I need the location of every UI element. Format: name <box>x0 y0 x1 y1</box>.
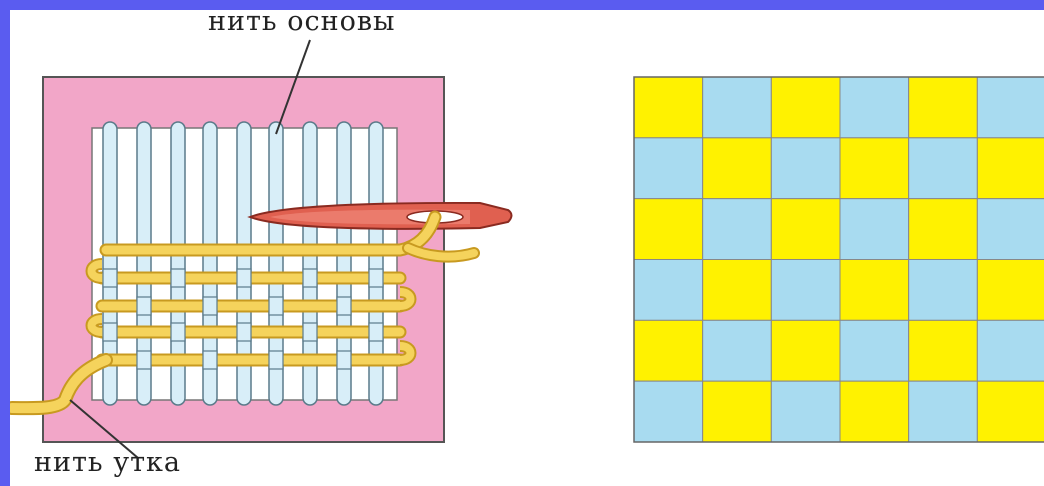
yellow-cell <box>634 320 703 381</box>
checkerboard-pattern <box>634 77 1044 442</box>
blue-cell <box>634 260 703 321</box>
weft-thread-label: нить утка <box>34 447 181 478</box>
blue-cell <box>771 138 840 199</box>
blue-cell <box>840 199 909 260</box>
yellow-cell <box>634 77 703 138</box>
warp-thread-label: нить основы <box>208 6 396 37</box>
blue-cell <box>977 199 1044 260</box>
blue-cell <box>840 77 909 138</box>
blue-cell <box>840 320 909 381</box>
blue-cell <box>771 381 840 442</box>
weaving-illustration <box>10 10 1044 486</box>
blue-cell <box>909 381 978 442</box>
blue-cell <box>977 77 1044 138</box>
yellow-cell <box>840 260 909 321</box>
illustration-canvas: нить основы нить утка <box>10 10 1044 486</box>
yellow-cell <box>771 199 840 260</box>
yellow-cell <box>634 199 703 260</box>
blue-cell <box>703 77 772 138</box>
yellow-cell <box>909 199 978 260</box>
blue-cell <box>703 199 772 260</box>
yellow-cell <box>840 381 909 442</box>
yellow-cell <box>771 320 840 381</box>
yellow-cell <box>909 77 978 138</box>
blue-cell <box>634 381 703 442</box>
yellow-cell <box>840 138 909 199</box>
blue-cell <box>634 138 703 199</box>
blue-cell <box>977 320 1044 381</box>
yellow-cell <box>977 381 1044 442</box>
yellow-cell <box>703 381 772 442</box>
yellow-cell <box>977 138 1044 199</box>
blue-cell <box>909 260 978 321</box>
blue-cell <box>703 320 772 381</box>
yellow-cell <box>703 260 772 321</box>
yellow-cell <box>909 320 978 381</box>
yellow-cell <box>703 138 772 199</box>
blue-cell <box>909 138 978 199</box>
yellow-cell <box>771 77 840 138</box>
blue-cell <box>771 260 840 321</box>
yellow-cell <box>977 260 1044 321</box>
